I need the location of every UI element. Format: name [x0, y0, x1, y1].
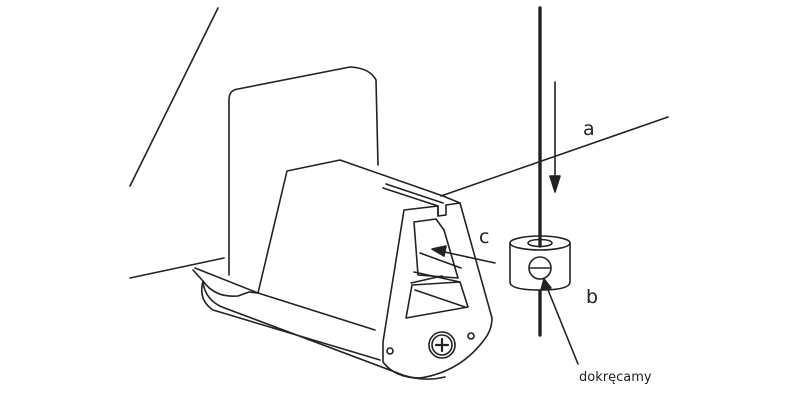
phillips-icon — [434, 337, 450, 353]
arrow-note — [540, 278, 579, 365]
fin-lines — [410, 252, 466, 308]
hole-left — [386, 347, 394, 355]
roller-bottom — [202, 282, 446, 380]
front-frame-outer — [382, 202, 493, 379]
screw-head — [428, 331, 456, 359]
collar — [509, 235, 571, 291]
front-frame-inner-mid — [405, 281, 469, 319]
label-c: c — [479, 226, 490, 248]
back-plate — [228, 66, 379, 276]
label-dokrecamy: dokręcamy — [579, 370, 652, 385]
set-screw — [528, 256, 552, 280]
hole-right — [467, 332, 475, 340]
roller-body — [192, 267, 381, 361]
label-b: b — [586, 286, 599, 308]
label-a: a — [583, 118, 595, 140]
background-edge-line — [129, 7, 219, 187]
screw-inner — [431, 334, 453, 356]
arrow-down — [549, 81, 561, 193]
arrow-c — [431, 245, 496, 264]
floor-line — [129, 257, 225, 279]
housing-top — [257, 159, 461, 294]
housing-slot — [382, 183, 444, 217]
